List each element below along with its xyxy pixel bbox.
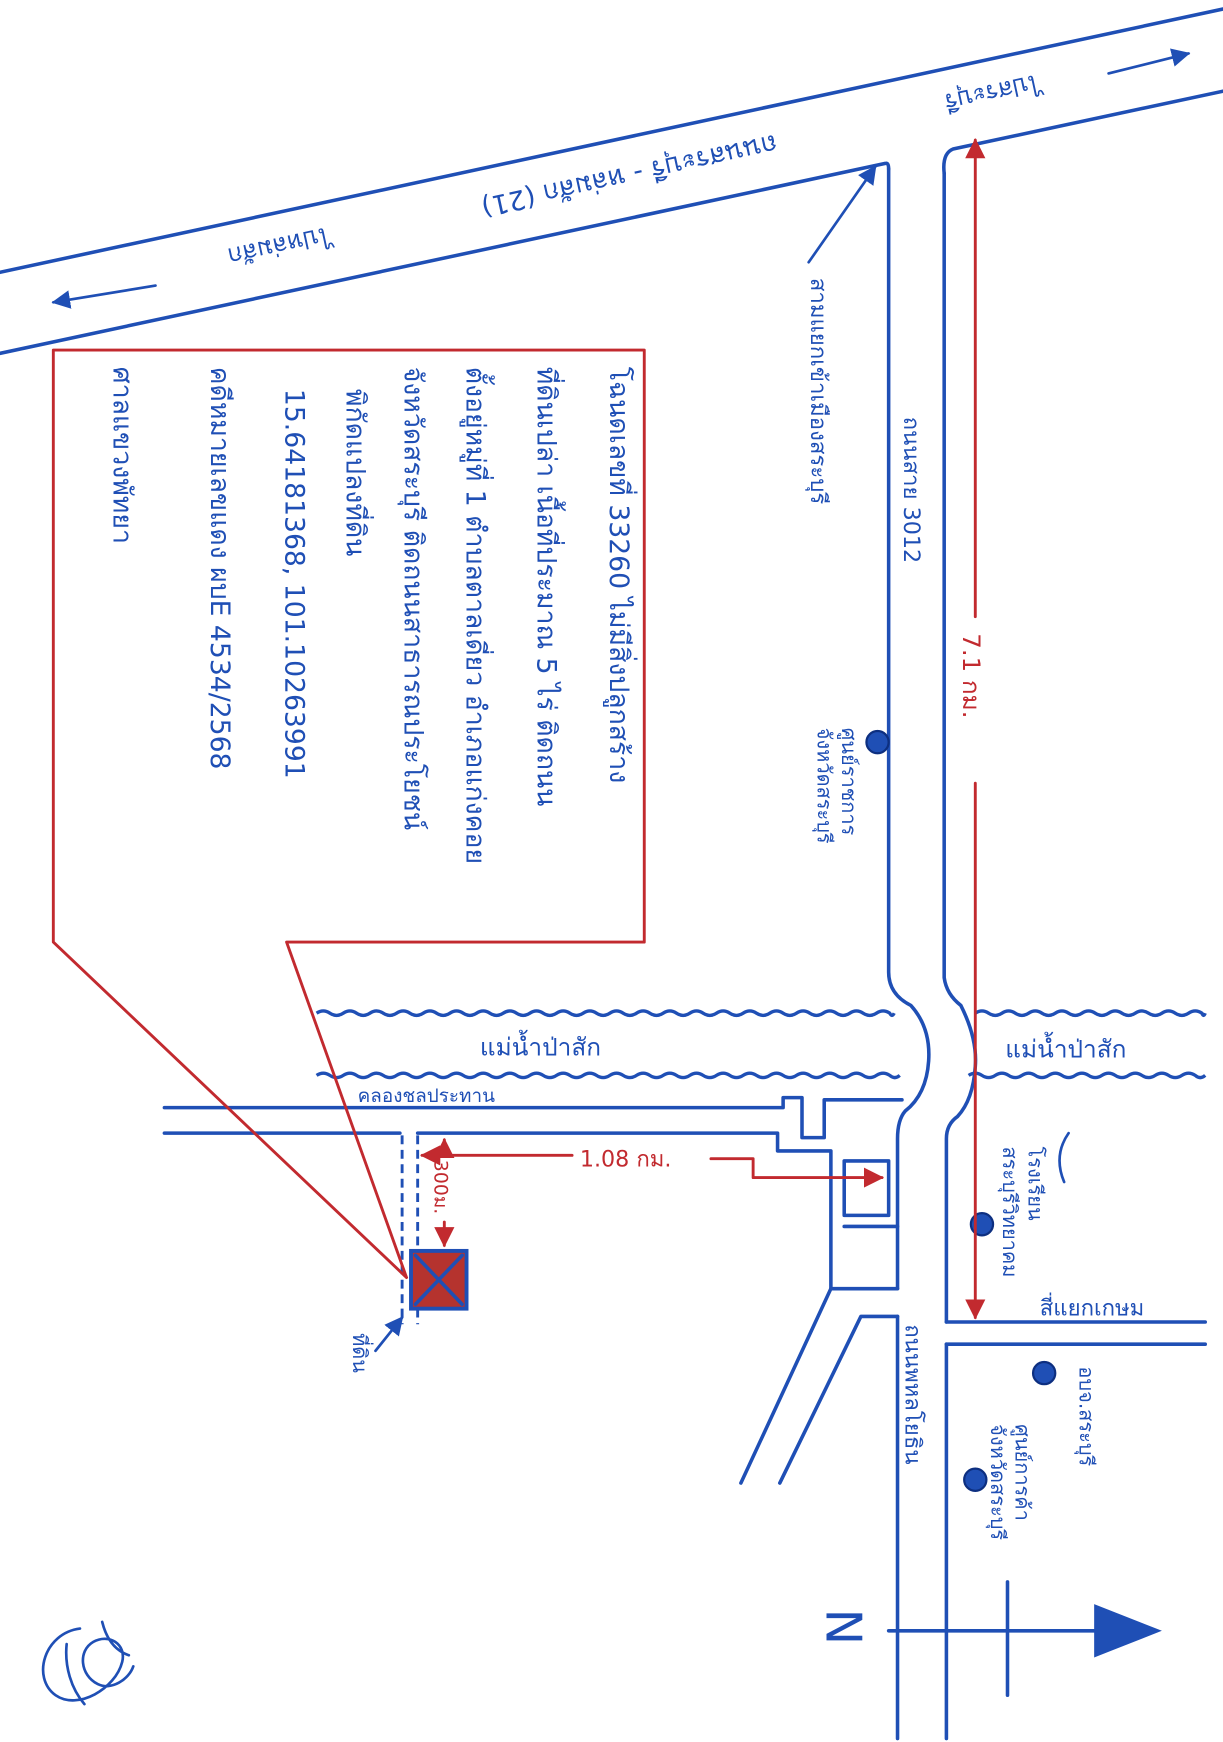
canal-road-north-edge: [162, 1095, 904, 1140]
callout-line: พิกัดแปลงที่ดิน: [340, 389, 375, 556]
junction-pointer: สามแยกเข้าเมืองสระบุรี: [805, 165, 877, 505]
label-bracket: [1058, 1131, 1070, 1184]
callout-coordinates: 15.64181368, 101.10263991: [278, 389, 309, 779]
callout-line: ตั้งอยู่หมู่ที่ 1 ตำบลตาลเดี่ยว อำเภอแก่…: [460, 367, 495, 864]
canal-road-south-edge-east: [415, 1131, 900, 1291]
distance-along-road-label: 7.1 กม.: [957, 633, 986, 718]
river-bank-south-west: [315, 1071, 901, 1080]
landmark-dot-pao: [1031, 1360, 1057, 1386]
distance-to-lane-label: 1.08 กม.: [580, 1146, 672, 1172]
highway-name-label: ถนนสระบุรี - หล่มสัก (21): [478, 128, 780, 223]
signature: [41, 1620, 135, 1706]
junction-label: สามแยกเข้าเมืองสระบุรี: [805, 278, 831, 505]
main-road: ถนนสาย 3012 ถนนพหลโยธิน สี่แยกเกษม: [886, 167, 1208, 1741]
landmarks: ศูนย์ราชการ จังหวัดสระบุรี โรงเรียน สระบ…: [812, 728, 1099, 1541]
distance-lane-to-land-label: 300ม.: [429, 1160, 451, 1214]
road-south-label: ถนนพหลโยธิน: [899, 1324, 925, 1464]
distance-markers: 7.1 กม. 1.08 กม. 300ม.: [420, 138, 986, 1320]
north-arrow-head-icon: [1094, 1604, 1162, 1658]
distance-1-08-line-east: [709, 1157, 885, 1188]
canal-label: คลองชลประทาน: [358, 1085, 495, 1107]
river-label-east: แม่น้ำป่าสัก: [1005, 1032, 1126, 1064]
road-3012-label: ถนนสาย 3012: [898, 417, 924, 563]
land-cross-icon: [413, 1253, 464, 1306]
river-label-west: แม่น้ำป่าสัก: [480, 1029, 601, 1061]
land-pointer-arrow-icon: [374, 1316, 404, 1353]
intersection-label: สี่แยกเกษม: [1040, 1292, 1145, 1321]
landmark-label-line1: อบจ.สระบุรี: [1074, 1366, 1099, 1466]
callout-box: โฉนดเลขที่ 33260 ไม่มีสิ่งปลูกสร้าง ที่ด…: [51, 348, 646, 1279]
highway-lower-edge-left: [0, 161, 891, 356]
north-arrow: N: [814, 1580, 1162, 1697]
callout-line: ที่ดินเปล่า เนื้อที่ประมาณ 5 ไร่ ติดถนน: [531, 367, 566, 807]
river-bank-south-east: [967, 1071, 1207, 1080]
main-road-right-edge-north: [942, 171, 978, 1324]
side-streets: คลองชลประทาน: [162, 1085, 904, 1485]
landmark-label-line1: ศูนย์ราชการ: [836, 728, 861, 836]
signature-scribble: [41, 1620, 135, 1706]
main-road-left-edge-north: [886, 167, 931, 1291]
to-saraburi-label: ไปสระบุรี: [942, 67, 1046, 118]
land-label: ที่ดิน: [348, 1333, 374, 1373]
highway-lower-edge-right: [942, 89, 1223, 176]
junction-arrow-icon: [807, 165, 877, 264]
north-label: N: [814, 1609, 871, 1646]
callout-line: โฉนดเลขที่ 33260 ไม่มีสิ่งปลูกสร้าง: [603, 367, 638, 784]
arrow-right-icon: [1107, 48, 1191, 75]
callout-line: คดีหมายเลขแดง ผบE 4534/2568: [204, 367, 235, 770]
landmark-label-line2: จังหวัดสระบุรี: [812, 728, 837, 844]
river-bank-north-west: [315, 1009, 896, 1018]
landmark-label-line1: โรงเรียน: [1024, 1146, 1048, 1220]
landmark-label-line2: จังหวัดสระบุรี: [985, 1424, 1010, 1540]
callout-line: ศาลแขวงพัทยา: [106, 367, 137, 544]
highway-21: ถนนสระบุรี - หล่มสัก (21) ไปหล่มสัก ไปสร…: [0, 7, 1223, 356]
highway-upper-edge: [0, 7, 1223, 275]
west-branch-lower-edge: [778, 1314, 900, 1485]
river-bank-north-east: [974, 1009, 1207, 1018]
arrow-left-icon: [51, 284, 157, 309]
callout-line: จังหวัดสระบุรี ติดถนนสาธารณประโยชน์: [397, 367, 428, 831]
landmark-dot-government-center: [865, 729, 890, 755]
landmark-label-line1: ศูนย์การค้า: [1009, 1424, 1034, 1521]
landmark-dot-mall: [963, 1467, 988, 1492]
west-branch-upper-edge: [739, 1286, 833, 1485]
callout-frame: [51, 348, 646, 1279]
street-block: [842, 1159, 891, 1218]
to-lomsak-label: ไปหล่มสัก: [225, 220, 335, 271]
landmark-label-line2: สระบุรีวิทยาคม: [997, 1146, 1022, 1277]
river: แม่น้ำป่าสัก แม่น้ำป่าสัก: [315, 1009, 1207, 1080]
land-parcel: ที่ดิน: [348, 1248, 469, 1373]
